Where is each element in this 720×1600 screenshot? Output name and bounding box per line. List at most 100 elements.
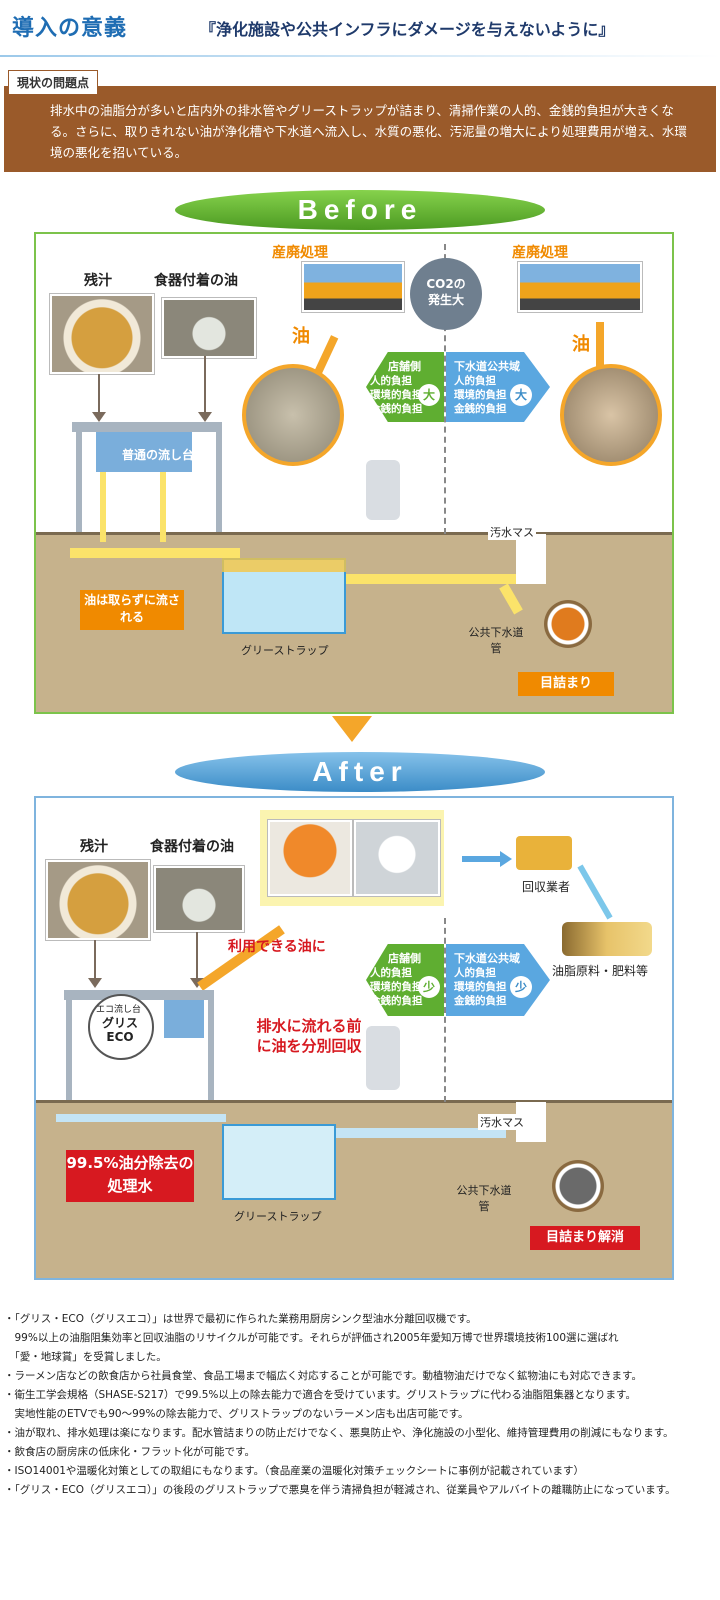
before-panel: 残汁 食器付着の油 普通の流し台 油は取らずに流される グリーストラップ 汚水マ… [34,232,674,714]
treated-water-tag: 99.5%油分除去の処理水 [66,1150,194,1202]
note-item: ・飲食店の厨房床の低床化・フラット化が可能です。 [4,1446,255,1458]
co2-label: CO2の発生大 [426,277,466,307]
public-sewer-label: 公共下水道管 [456,1184,512,1213]
fat-material-icon [562,922,652,956]
shop-burden-list: 人的負担 環境的負担 金銭的負担 [370,375,423,415]
divider-line [444,918,446,1102]
oil-left-label: 油 [292,326,310,347]
public-side-label: 下水道公共域 [454,952,520,965]
before-ribbon: Before [175,190,545,230]
arrow-soup [98,374,100,414]
zanjiru-label: 残汁 [84,273,112,289]
public-small-badge: 少 [510,976,532,998]
drain-pipe [160,472,166,542]
chevron-down-icon [332,716,372,742]
fat-material-label: 油脂原料・肥料等 [552,964,649,978]
grease-trap-label: グリーストラップ [241,644,329,657]
notes-list: ・「グリス・ECO（グリスエコ）」は世界で最初に作られた業務用厨房シンク型油水分… [4,1310,716,1500]
shop-side-label: 店舗側 [388,952,421,965]
note-item: ・ラーメン店などの飲食店から社員食堂、食品工場まで幅広く対応することが可能です。… [4,1370,642,1382]
sink-basin [96,432,192,472]
grease-trap-label: グリーストラップ [234,1210,322,1223]
arrow-head [92,412,106,422]
toilet-icon [366,460,400,520]
page-title: 導入の意義 [12,16,128,41]
clear-pipe [552,1160,604,1212]
grease-layer [222,558,346,572]
public-big-badge: 大 [510,384,532,406]
oil-right-label: 油 [572,334,590,355]
collector-label: 回収業者 [522,880,571,894]
sink-leg [216,432,222,532]
grease-trap [222,1124,336,1200]
note-item: ・「グリス・ECO（グリスエコ）」の後段のグリストラップで悪臭を伴う清掃負担が軽… [4,1484,676,1496]
drain-pipe [56,1114,226,1122]
shop-big-badge: 大 [418,384,440,406]
trap-closeup-photo [242,364,344,466]
shop-side-label: 店舗側 [388,360,421,373]
co2-badge [410,258,482,330]
grease-eco-label: グリスECO [101,1016,138,1044]
floor-line [36,1100,672,1103]
arrow-to-material [577,864,613,920]
sink-basin [164,1000,204,1038]
oil-on-dishes-label: 食器付着の油 [154,273,238,289]
sink-leg [208,1000,214,1100]
note-item: ・衛生工学会規格（SHASE-S217）で99.5%以上の除去能力で適合を受けて… [4,1389,636,1401]
sanpai-left-label: 産廃処理 [272,245,328,261]
pipe-closeup-photo [560,364,662,466]
divider-line [444,244,446,534]
oil-containers-photo [354,820,440,896]
sink-leg [76,432,82,532]
shop-small-badge: 少 [418,976,440,998]
header-divider [0,55,720,57]
shop-burden-list: 人的負担 環境的負担 金銭的負担 [370,967,423,1007]
truck-photo-left [302,262,404,312]
soup-bowl-photo [46,860,150,940]
problem-label: 現状の問題点 [8,70,99,95]
collector-truck-icon [516,836,572,870]
clog-solved-tag: 目詰まり解消 [530,1226,640,1250]
sink-label: 普通の流し台 [122,448,195,462]
after-panel: 残汁 食器付着の油 回収業者 油脂原料・肥料等 利用できる油に 店舗側 人的負担… [34,796,674,1280]
drain-pipe [70,548,240,558]
drain-pipe [100,472,106,542]
oil-arrow-right [596,322,604,388]
note-item: 「愛・地球賞」を受賞しました。 [4,1351,167,1363]
eco-sink-label: エコ流し台 [96,1005,142,1015]
sink-drain-photo [162,298,256,358]
public-burden-list: 人的負担 環境的負担 金銭的負担 [454,375,507,415]
note-item: ・「グリス・ECO（グリスエコ）」は世界で最初に作られた業務用厨房シンク型油水分… [4,1313,477,1325]
zanjiru-label: 残汁 [80,839,108,855]
oil-on-dishes-label: 食器付着の油 [150,839,234,855]
note-item: ・油が取れ、排水処理は楽になります。配水管詰まりの防止だけでなく、悪臭防止や、浄… [4,1427,674,1439]
note-item: ・ISO14001や温暖化対策としての取組にもなります。（食品産業の温暖化対策チ… [4,1465,584,1477]
floor-line [36,532,672,535]
arrow-head [198,412,212,422]
drain-pipe [326,1128,506,1138]
public-burden-list: 人的負担 環境的負担 金銭的負担 [454,967,507,1007]
problem-text: 排水中の油脂分が多いと店内外の排水管やグリーストラップが詰まり、清掃作業の人的、… [50,103,687,160]
sewage-mass-label: 汚水マス [488,524,536,540]
note-item: 99%以上の油脂阻集効率と回収油脂のリサイクルが可能です。それらが評価され200… [4,1332,619,1344]
after-ribbon: After [175,752,545,792]
truck-photo-right [518,262,642,312]
grease-eco-badge [88,994,154,1060]
sink-drain-photo [154,866,244,932]
eco-sink-top [64,990,214,1000]
problem-box [4,86,716,172]
oil-not-removed-tag: 油は取らずに流される [80,590,184,630]
toilet-icon [366,1026,400,1090]
public-side-label: 下水道公共域 [454,360,520,373]
arrow-head [190,978,204,988]
sink-leg [66,1000,72,1100]
public-sewer-label: 公共下水道管 [468,626,524,655]
sanpai-right-label: 産廃処理 [512,245,568,261]
clogging-tag: 目詰まり [518,672,614,696]
arrow-oil [204,356,206,414]
recovered-oil-photo [268,820,352,896]
arrow-oil [196,932,198,980]
soup-bowl-photo [50,294,154,374]
arrow-to-collector [462,856,502,862]
separate-label: 排水に流れる前に油を分別回収 [256,1017,362,1055]
